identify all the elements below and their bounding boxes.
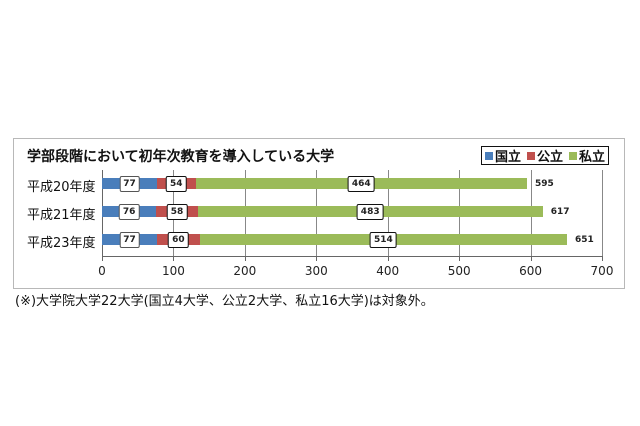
data-label: 76	[118, 204, 140, 220]
total-label: 595	[535, 179, 554, 189]
legend-label: 国立	[495, 150, 522, 165]
x-tick	[102, 256, 103, 261]
total-label: 651	[575, 235, 594, 245]
legend-label: 私立	[579, 150, 606, 165]
x-tick-label: 100	[161, 264, 185, 278]
x-tick-label: 0	[98, 264, 106, 278]
x-tick-label: 200	[233, 264, 257, 278]
x-tick-label: 500	[447, 264, 471, 278]
data-label: 54	[166, 176, 187, 192]
data-label: 58	[166, 204, 188, 220]
legend-swatch-private	[569, 151, 578, 160]
legend-item-public: 公立	[527, 146, 563, 165]
gridline	[602, 170, 603, 256]
x-tick	[602, 256, 603, 261]
data-label: 77	[119, 176, 140, 192]
y-category-label: 平成20年度	[27, 180, 96, 195]
y-category-label: 平成21年度	[27, 208, 96, 223]
legend-label: 公立	[537, 150, 564, 165]
total-label: 617	[550, 207, 570, 217]
data-label: 514	[370, 232, 397, 248]
legend-item-national: 国立	[485, 146, 521, 165]
x-tick	[387, 256, 389, 261]
x-tick	[530, 256, 532, 261]
chart-title: 学部段階において初年次教育を導入している大学	[27, 149, 335, 165]
x-tick-label: 300	[304, 264, 328, 278]
legend-swatch-national	[485, 151, 493, 160]
plot-area: 77 54 464 595 76 58 483 617 77 60 514 651	[102, 170, 603, 256]
legend-item-private: 私立	[569, 146, 605, 165]
x-tick-label: 600	[519, 264, 543, 278]
x-tick	[173, 256, 175, 261]
footnote: (※)大学院大学22大学(国立4大学、公立2大学、私立16大学)は対象外。	[15, 294, 434, 309]
x-tick	[459, 256, 461, 261]
data-label: 60	[168, 232, 189, 248]
data-label: 464	[347, 176, 375, 192]
data-label: 77	[119, 232, 140, 248]
y-category-label: 平成23年度	[27, 236, 96, 251]
x-tick-label: 400	[376, 264, 400, 278]
data-label: 483	[356, 204, 384, 220]
legend-swatch-public	[527, 151, 536, 160]
x-axis	[102, 256, 603, 257]
x-tick	[316, 256, 318, 261]
x-tick-label: 700	[590, 264, 614, 278]
x-tick	[244, 256, 246, 261]
legend: 国立 公立 私立	[481, 146, 610, 165]
